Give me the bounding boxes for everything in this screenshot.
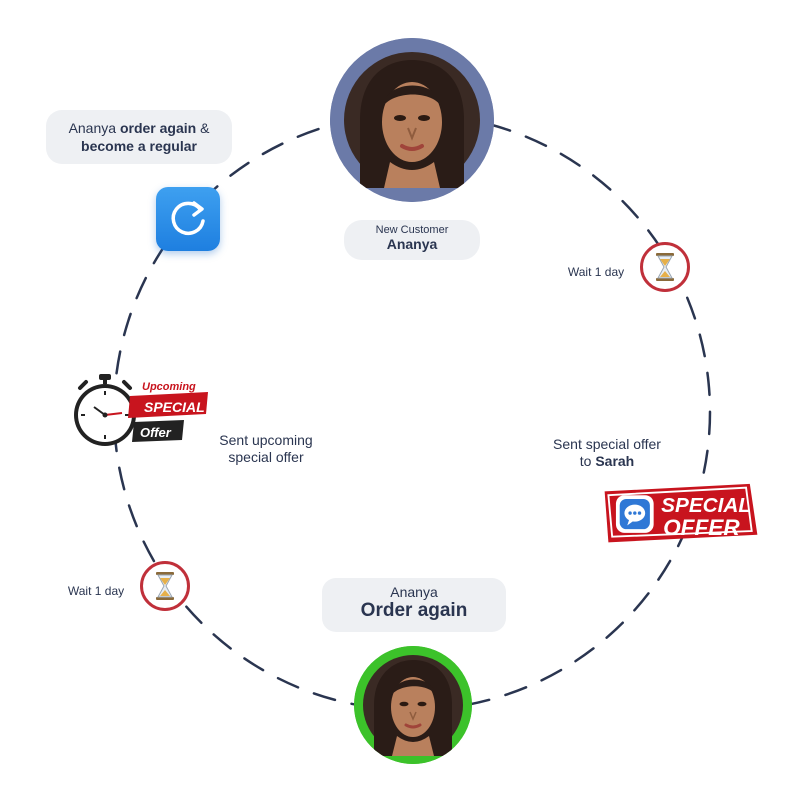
new-customer-name: Ananya <box>386 236 438 252</box>
refresh-icon <box>171 201 205 236</box>
order-again-title: Order again <box>360 600 468 621</box>
note-bold-regular: become a regular <box>81 138 197 154</box>
hourglass-right <box>640 242 690 292</box>
sent-upcoming-line1: Sent upcoming <box>219 432 313 448</box>
special-offer-line2: OFFER <box>663 515 740 540</box>
wait-right-label: Wait 1 day <box>567 265 625 279</box>
hourglass-left <box>140 561 190 611</box>
hourglass-icon <box>656 253 674 281</box>
order-again-pill: Ananya Order again <box>322 578 506 632</box>
order-again-caption: Ananya <box>390 584 438 600</box>
sent-upcoming-label: Sent upcoming special offer <box>198 432 334 466</box>
refresh-button[interactable] <box>156 187 220 251</box>
note-bold-order-again: order again <box>119 120 197 136</box>
new-customer-avatar <box>330 38 494 202</box>
new-customer-caption: New Customer <box>375 224 449 236</box>
returning-customer-avatar <box>354 646 472 764</box>
note-ampersand: & <box>196 120 210 136</box>
sent-special-to: to <box>579 453 596 469</box>
note-prefix: Ananya <box>68 120 120 136</box>
upcoming-text: Upcoming <box>142 381 196 393</box>
hourglass-icon <box>156 572 174 600</box>
upcoming-offer-text: Offer <box>140 425 172 440</box>
new-customer-pill: New Customer Ananya <box>344 220 480 260</box>
become-regular-note: Ananya order again & become a regular <box>46 110 232 164</box>
special-offer-line1: SPECIAL <box>661 494 751 517</box>
upcoming-special-text: SPECIAL <box>144 399 205 415</box>
wait-left-label: Wait 1 day <box>67 584 125 598</box>
special-offer-badge: SPECIAL OFFER <box>604 483 758 543</box>
sent-special-line1: Sent special offer <box>553 436 661 452</box>
sent-upcoming-line2: special offer <box>228 449 304 465</box>
sent-special-name: Sarah <box>595 453 635 469</box>
upcoming-special-badge: Upcoming SPECIAL Offer <box>74 374 208 446</box>
sent-special-label: Sent special offer to Sarah <box>532 436 682 470</box>
customer-face-icon <box>330 38 494 202</box>
customer-face-icon <box>354 646 472 764</box>
